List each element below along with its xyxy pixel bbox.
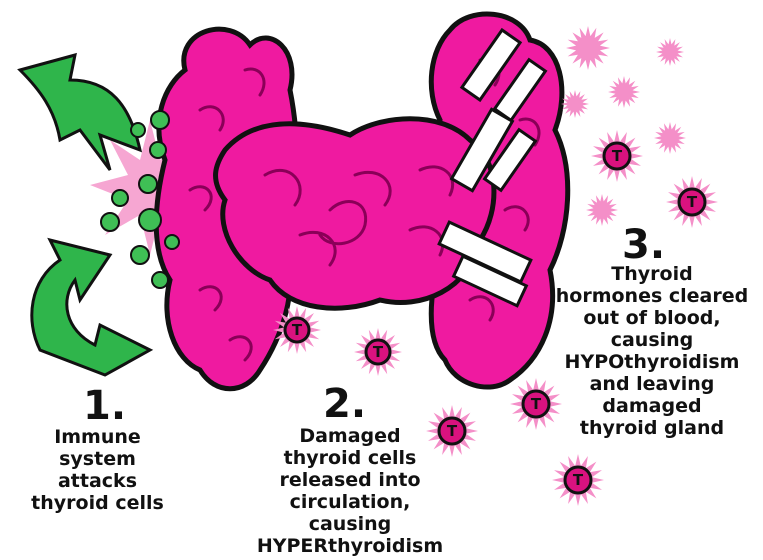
step-1-text: Immune system attacks thyroid cells [15, 426, 180, 514]
starburst [566, 26, 610, 70]
starburst [561, 90, 589, 118]
hormone-t-icon: T [666, 176, 718, 228]
hormone-t-icon: T [273, 306, 321, 354]
hormone-label: T [687, 193, 698, 211]
starburst [654, 122, 686, 154]
hormone-label: T [292, 321, 303, 339]
hormone-label: T [612, 147, 623, 165]
starburst [656, 38, 684, 66]
hormone-label: T [573, 471, 584, 489]
starburst [586, 194, 618, 226]
hormone-label: T [531, 395, 542, 413]
hormone-label: T [373, 343, 384, 361]
thyroid-gland [156, 14, 567, 389]
step-3-text: Thyroid hormones cleared out of blood, c… [547, 263, 757, 439]
hormone-t-icon: T [354, 328, 402, 376]
step-2-number: 2. [323, 384, 366, 424]
step-2-text: Damaged thyroid cells released into circ… [245, 425, 455, 557]
step-1-number: 1. [83, 386, 126, 426]
starburst [608, 76, 640, 108]
hormone-t-icon: T [552, 454, 604, 506]
step-3-number: 3. [622, 225, 665, 265]
hormone-t-icon: T [591, 130, 643, 182]
